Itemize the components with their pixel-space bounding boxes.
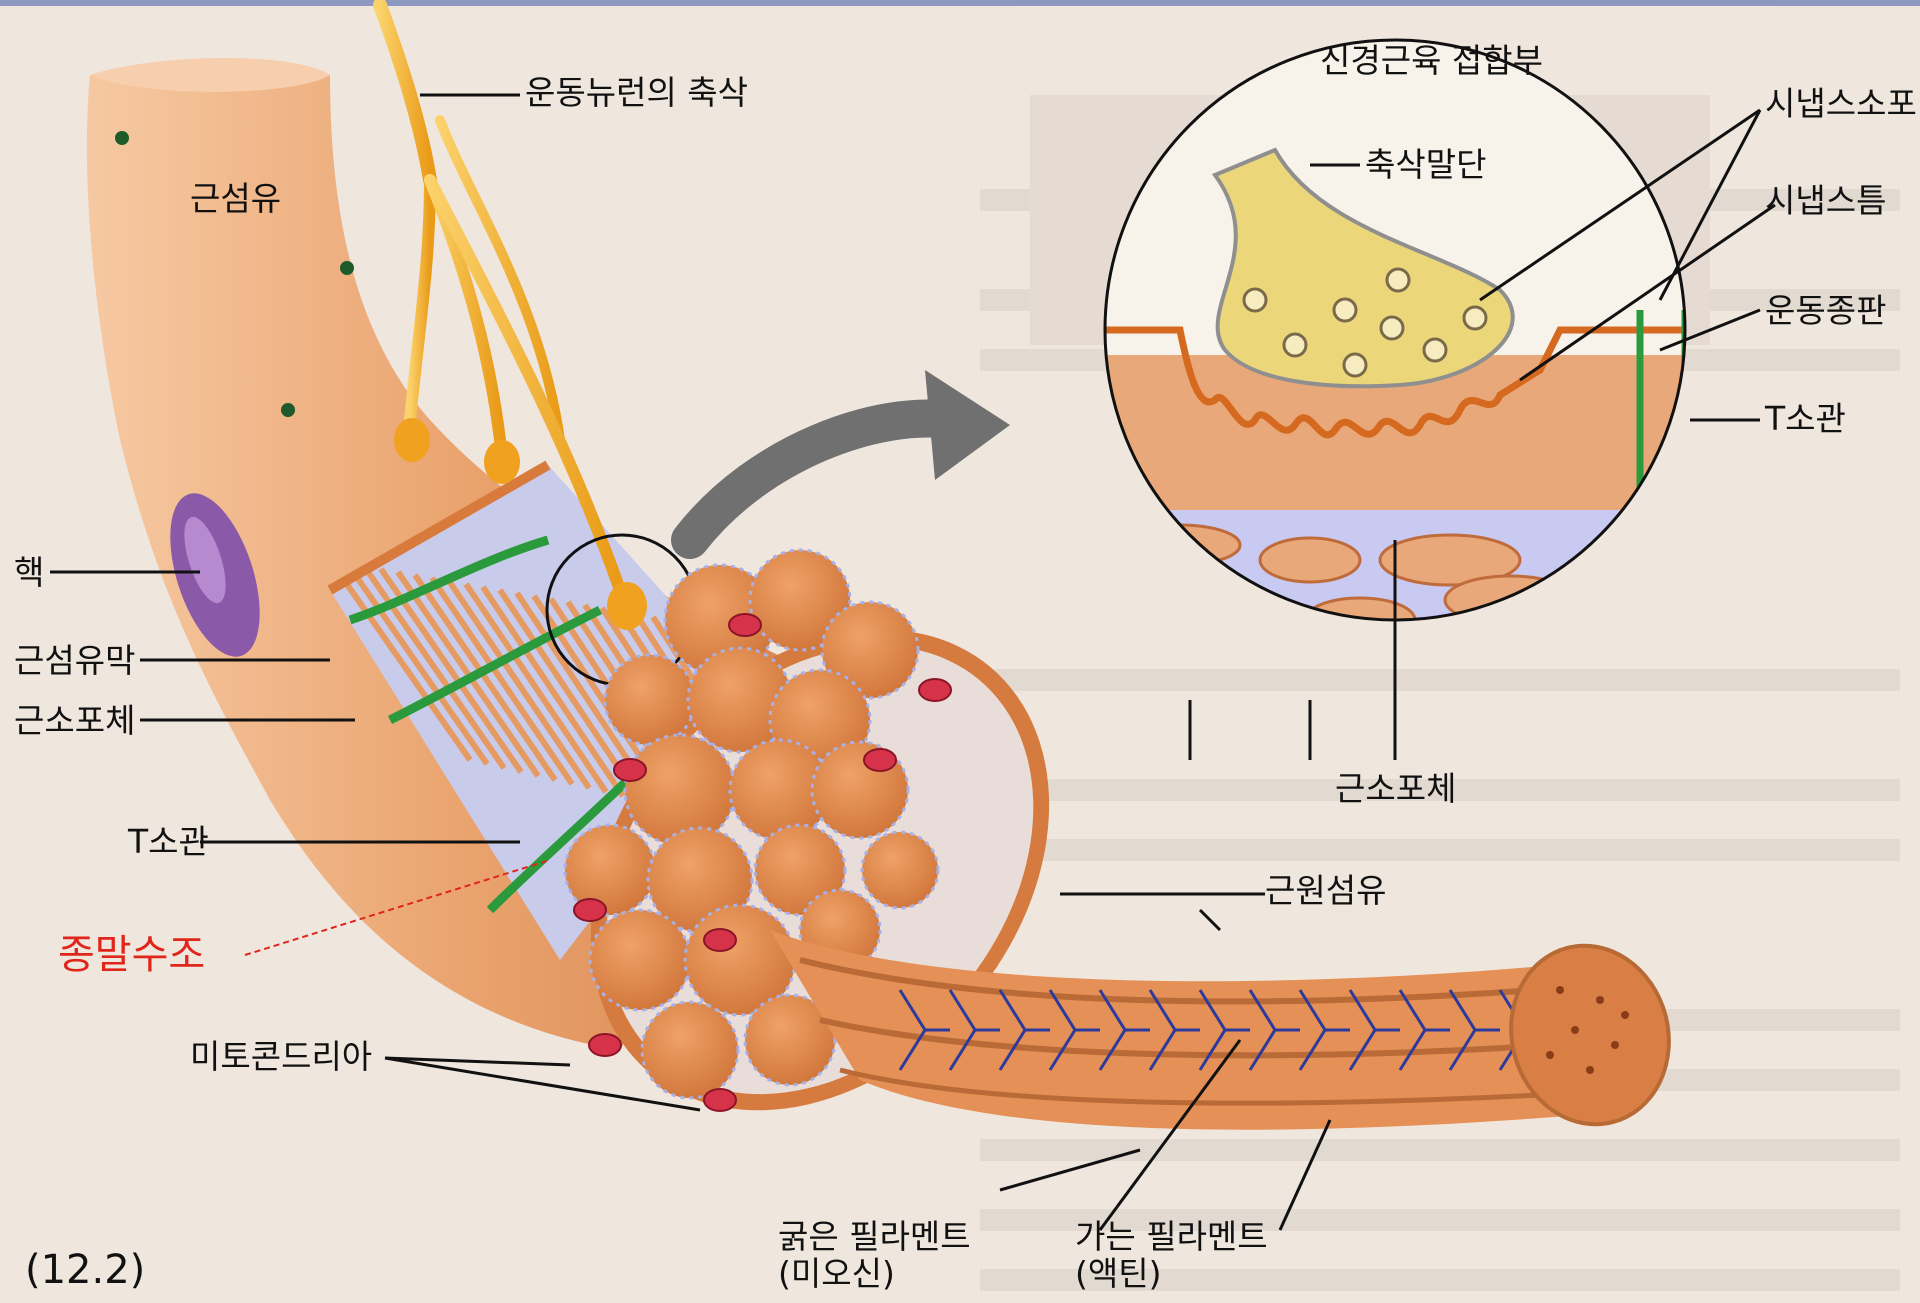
mitochondrion: [574, 899, 606, 921]
label-thick-filament: 굵은 필라멘트: [778, 1217, 971, 1256]
mitochondrion: [729, 614, 761, 636]
label-nucleus: 핵: [14, 553, 44, 592]
filament-end-dot: [1596, 996, 1604, 1004]
synaptic-vesicle: [1284, 334, 1306, 356]
synaptic-vesicle: [1387, 269, 1409, 291]
mitochondrion: [614, 759, 646, 781]
label-synaptic-cleft: 시냅스틈: [1765, 181, 1886, 220]
synaptic-vesicle: [1344, 354, 1366, 376]
label-thin-filament-sub: (액틴): [1075, 1254, 1161, 1293]
synaptic-vesicle: [1424, 339, 1446, 361]
mitochondrion: [704, 1089, 736, 1111]
label-terminal-cisternae: 종말수조: [58, 932, 205, 978]
label-myofibril: 근원섬유: [1265, 871, 1386, 910]
label-inset-sr: 근소포체: [1335, 769, 1456, 808]
synaptic-vesicle: [1334, 299, 1356, 321]
filament-end-dot: [1621, 1011, 1629, 1019]
inset-reticulum-blob: [1155, 597, 1275, 633]
label-motor-axon: 운동뉴런의 축삭: [525, 73, 748, 112]
inset-reticulum-blob: [1260, 538, 1360, 582]
label-sarcolemma: 근섬유막: [14, 641, 135, 680]
label-mitochondria: 미토콘드리아: [190, 1037, 372, 1076]
myofibril-section: [642, 1002, 738, 1098]
label-axon-terminal: 축삭말단: [1365, 145, 1486, 184]
magnify-arrow: [690, 370, 1010, 540]
filament-end-dot: [1546, 1051, 1554, 1059]
mitochondrion: [704, 929, 736, 951]
myofibril-section: [590, 910, 690, 1010]
filament-end-dot: [1611, 1041, 1619, 1049]
inset-reticulum-blob: [1445, 576, 1575, 624]
synaptic-vesicle: [1464, 307, 1486, 329]
mitochondrion: [589, 1034, 621, 1056]
myofibril-section: [625, 735, 735, 845]
label-thin-filament: 가는 필라멘트: [1075, 1217, 1268, 1256]
myofibril-section: [605, 655, 695, 745]
label-thick-filament-sub: (미오신): [778, 1254, 895, 1293]
label-inset-t-tubule: T소관: [1764, 399, 1846, 438]
synaptic-vesicle: [1381, 317, 1403, 339]
figure-number: (12.2): [25, 1247, 145, 1293]
filament-end-dot: [1571, 1026, 1579, 1034]
label-sarcoplasmic-reticulum: 근소포체: [14, 701, 135, 740]
myofibril-section: [862, 832, 938, 908]
mitochondrion: [864, 749, 896, 771]
filament-end-dot: [1556, 986, 1564, 994]
filament-end-dot: [1586, 1066, 1594, 1074]
label-nmj-title: 신경근육 접합부: [1320, 41, 1543, 80]
inset-reticulum-blob: [1120, 525, 1240, 565]
label-t-tubule: T소관: [127, 822, 209, 861]
label-motor-end-plate: 운동종판: [1765, 291, 1886, 330]
label-muscle-fiber: 근섬유: [190, 179, 281, 218]
mitochondrion: [919, 679, 951, 701]
label-synaptic-vesicle: 시냅스소포: [1765, 84, 1917, 123]
synaptic-vesicle: [1244, 289, 1266, 311]
